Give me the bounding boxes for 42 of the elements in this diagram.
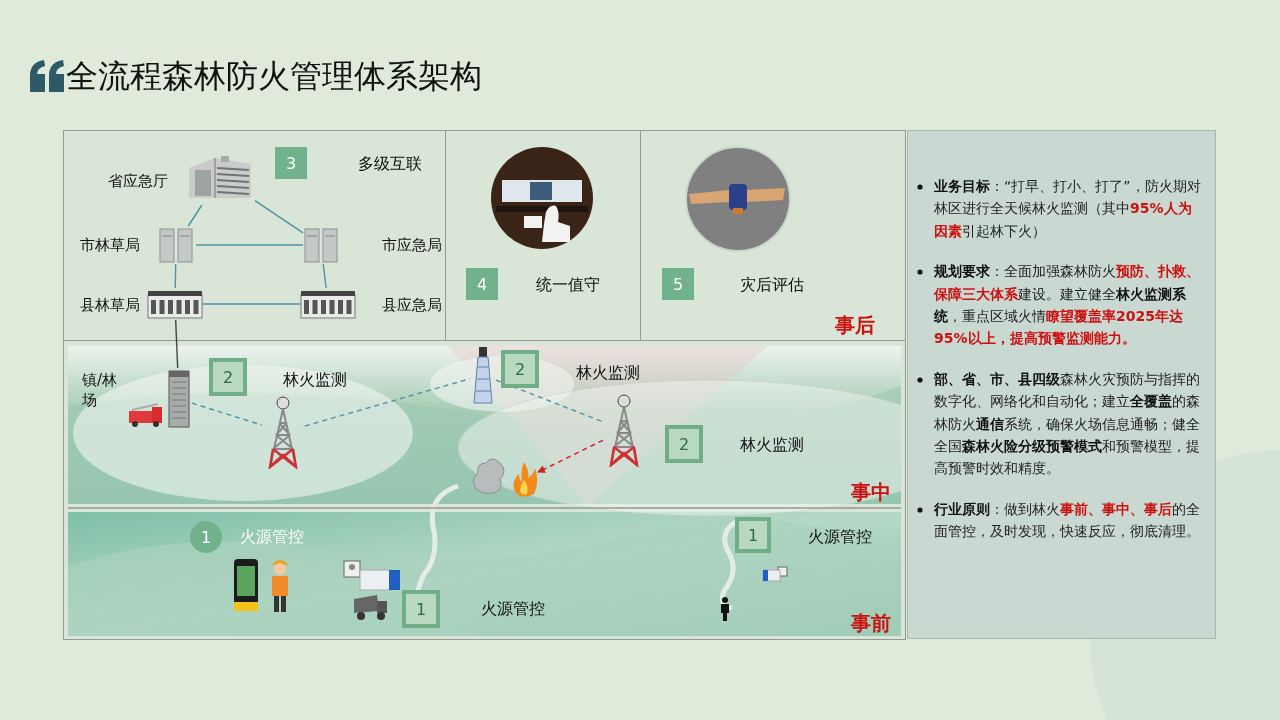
caption: 统一值守 bbox=[536, 277, 600, 293]
stage-label: 事后 bbox=[835, 312, 875, 339]
connector-line bbox=[174, 319, 179, 369]
bullet-text: 行业原则：做到林火事前、事中、事后的全面管控，及时发现，快速反应，彻底清理。 bbox=[934, 497, 1203, 543]
caption: 火源管控 bbox=[481, 601, 545, 617]
connector-line bbox=[195, 244, 304, 246]
number-badge: 2 bbox=[665, 425, 703, 463]
node-label: 县林草局 bbox=[80, 298, 140, 313]
connector-line bbox=[174, 263, 177, 289]
arrow bbox=[537, 439, 604, 473]
node-label: 县应急局 bbox=[382, 298, 442, 313]
caption: 灾后评估 bbox=[740, 277, 804, 293]
caption: 多级互联 bbox=[358, 156, 422, 172]
number-badge: 2 bbox=[209, 358, 247, 396]
bullet-text: 规划要求：全面加强森林防火预防、扑救、保障三大体系建设。建立健全林火监测系统，重点区域火情瞭望覆盖率2025年达95%以上，提高预警监测能力。 bbox=[934, 260, 1203, 350]
number-badge: 3 bbox=[275, 147, 307, 179]
node-label: 省应急厅 bbox=[108, 174, 168, 189]
connector-line bbox=[254, 199, 304, 234]
number-badge: 1 bbox=[735, 517, 771, 553]
node-label: 市应急局 bbox=[382, 238, 442, 253]
connector-line bbox=[202, 303, 301, 305]
caption: 火源管控 bbox=[240, 529, 304, 545]
number-badge: 2 bbox=[501, 350, 539, 388]
stage-label: 事前 bbox=[851, 610, 891, 637]
caption: 林火监测 bbox=[740, 437, 804, 453]
number-badge: 1 bbox=[402, 590, 440, 628]
node-label: 市林草局 bbox=[80, 238, 140, 253]
dashed-link bbox=[495, 379, 604, 423]
bullet-text: 业务目标：“打早、打小、打了”，防火期对林区进行全天候林火监测（其中95%人为因素引起林下火） bbox=[934, 175, 1203, 243]
bullet-text: 部、省、市、县四级森林火灾预防与指挥的数字化、网络化和自动化；建立全覆盖的森林防火通信系统，确保火场信息通畅；健全全国森林火险分级预警模式和预警模型，提高预警时效和精度。 bbox=[934, 367, 1203, 480]
number-badge: 4 bbox=[466, 268, 498, 300]
number-badge: 5 bbox=[662, 268, 694, 300]
node-label: 镇/林场 bbox=[82, 370, 119, 411]
caption: 火源管控 bbox=[808, 529, 872, 545]
dashed-link bbox=[304, 378, 471, 427]
connector-line bbox=[187, 204, 203, 227]
caption: 林火监测 bbox=[283, 372, 347, 388]
slide-title: 全流程森林防火管理体系架构 bbox=[66, 60, 482, 92]
dashed-link bbox=[191, 402, 263, 426]
stage-label: 事中 bbox=[851, 479, 891, 506]
caption: 林火监测 bbox=[576, 365, 640, 381]
connector-line bbox=[322, 263, 327, 289]
